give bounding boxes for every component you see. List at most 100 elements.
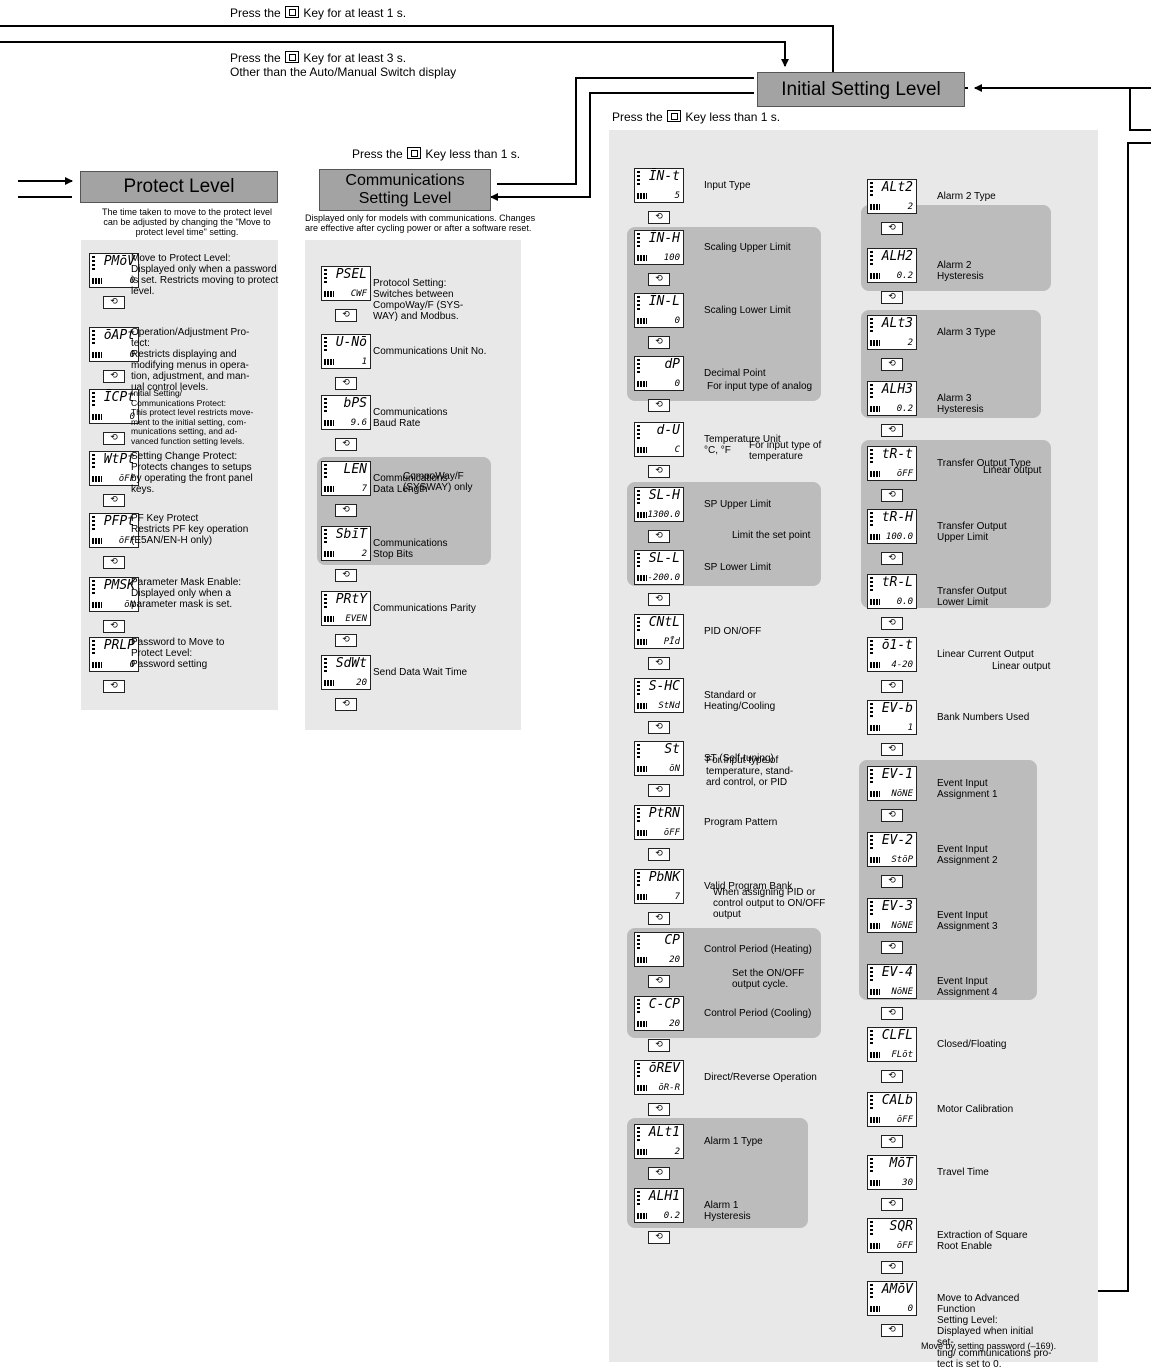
parameter-description: ST (Self-tuning) [704, 753, 774, 764]
parameter-code: St [664, 742, 680, 757]
parameter-value: 0 [129, 276, 135, 286]
parameter-value: 0.2 [896, 404, 913, 414]
segment-marker [324, 269, 327, 285]
segment-marker [324, 464, 327, 480]
press-1s-note: Press the Key for at least 1 s. [230, 6, 407, 20]
parameter-code: dP [664, 357, 680, 372]
press-less-init-note: Press the Key less than 1 s. [612, 110, 781, 124]
parameter-code: CNtL [648, 615, 680, 630]
parameter-value: 20 [669, 955, 680, 965]
mode-key-icon: ⟲ [648, 1103, 670, 1116]
segment-marker [637, 808, 640, 824]
mode-key-icon [285, 51, 300, 63]
mode-key-icon: ⟲ [103, 370, 125, 383]
parameter-value: 0 [907, 1304, 913, 1314]
mode-indicator [870, 534, 880, 540]
linear-output-note-1: Linear output [983, 465, 1042, 476]
parameter-value: ōN [669, 764, 680, 774]
parameter-value: ōR-R [658, 1083, 680, 1093]
parameter-code: PRLP [103, 638, 135, 653]
parameter-code: EV-3 [881, 899, 913, 914]
mode-indicator [870, 204, 880, 210]
mode-indicator [637, 766, 647, 772]
mode-key-icon: ⟲ [881, 941, 903, 954]
parameter-code: tR-L [881, 575, 913, 590]
parameter-code: tR-t [881, 447, 913, 462]
mode-key-icon: ⟲ [648, 721, 670, 734]
parameter-description: Control Period (Heating) [704, 944, 812, 955]
mode-indicator [637, 639, 647, 645]
mode-key-icon: ⟲ [103, 494, 125, 507]
parameter-value: StōP [891, 855, 913, 865]
parameter-value: ōFF [663, 828, 680, 838]
mode-key-icon: ⟲ [648, 912, 670, 925]
parameter-value: NōNE [891, 789, 913, 799]
st-note: For input type of temperature, stand- ar… [706, 755, 794, 788]
mode-indicator [324, 420, 334, 426]
parameter-description: Transfer Output Upper Limit [937, 521, 1007, 543]
parameter-value: 7 [674, 892, 680, 902]
mode-indicator [637, 381, 647, 387]
parameter-description: Scaling Upper Limit [704, 242, 791, 253]
segment-marker [637, 617, 640, 633]
mode-key-icon: ⟲ [648, 848, 670, 861]
mode-key-icon: ⟲ [335, 309, 357, 322]
mode-indicator [870, 725, 880, 731]
mode-indicator [324, 359, 334, 365]
parameter-code: PFPt [103, 514, 135, 529]
parameter-code: PMSK [103, 578, 135, 593]
mode-key-icon: ⟲ [648, 1231, 670, 1244]
mode-indicator [92, 278, 102, 284]
parameter-description: Communications Data Length [373, 473, 448, 495]
parameter-description: Event Input Assignment 4 [937, 976, 998, 998]
mode-key-icon: ⟲ [648, 975, 670, 988]
segment-marker [92, 256, 95, 272]
parameter-description: SP Upper Limit [704, 499, 772, 510]
parameter-code: EV-1 [881, 767, 913, 782]
parameter-description: PID ON/OFF [704, 626, 762, 637]
mode-indicator [92, 476, 102, 482]
parameter-description: Temperature Unit °C, °F [704, 434, 781, 456]
mode-indicator [92, 602, 102, 608]
parameter-code: S-HC [648, 679, 680, 694]
segment-marker [870, 318, 873, 334]
parameter-code: PSEL [335, 267, 367, 282]
parameter-value: 2 [907, 338, 913, 348]
parameter-description: Communications Baud Rate [373, 407, 448, 429]
mode-key-icon: ⟲ [881, 680, 903, 693]
parameter-description: Operation/Adjustment Pro- tect: Restrict… [131, 327, 250, 393]
parameter-value: 2 [674, 1147, 680, 1157]
compoway-only-note: CompoWay/F (SYSWAY) only [403, 471, 473, 493]
segment-marker [324, 529, 327, 545]
mode-key-icon: ⟲ [103, 432, 125, 445]
mode-indicator [637, 1213, 647, 1219]
parameter-description: Send Data Wait Time [373, 667, 468, 678]
parameter-value: 0 [129, 412, 135, 422]
parameter-description: SP Lower Limit [704, 562, 772, 573]
segment-marker [637, 359, 640, 375]
parameter-description: Bank Numbers Used [937, 712, 1030, 723]
parameter-code: PRtY [335, 592, 367, 607]
parameter-value: 1300.0 [647, 510, 680, 520]
parameter-code: EV-2 [881, 833, 913, 848]
segment-marker [637, 935, 640, 951]
segment-marker [870, 1030, 873, 1046]
parameter-value: ōFF [896, 469, 913, 479]
press-3s-note: Press the Key for at least 3 s. [230, 51, 407, 65]
mode-indicator [637, 447, 647, 453]
parameter-code: SQR [889, 1219, 913, 1234]
parameter-value: -200.0 [647, 573, 680, 583]
